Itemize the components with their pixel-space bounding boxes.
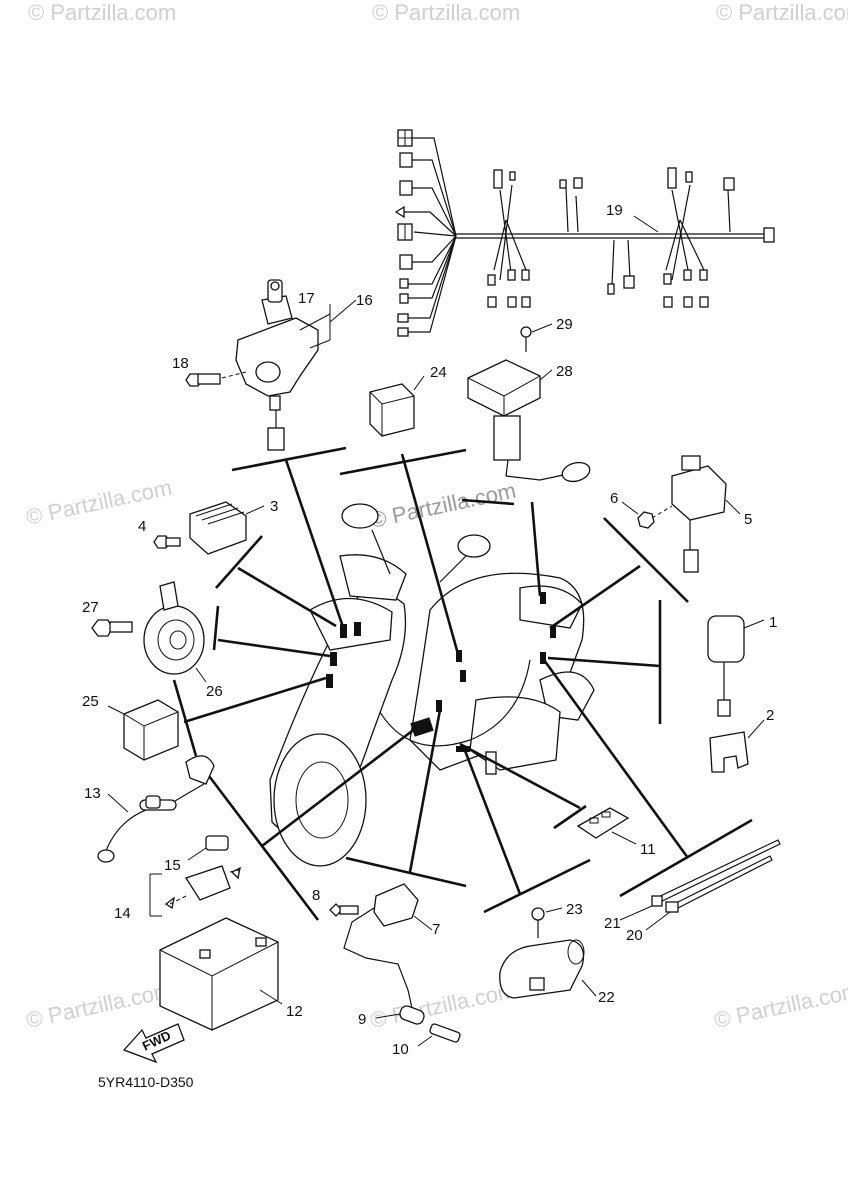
callout-1: 1	[769, 614, 777, 631]
callout-6: 6	[610, 490, 618, 507]
watermark-top-right: © Partzilla.com	[716, 0, 848, 25]
fwd-arrow	[122, 1023, 185, 1064]
rectifier-3[interactable]	[189, 501, 265, 555]
callout-14: 14	[114, 905, 131, 922]
callout-10: 10	[392, 1041, 409, 1058]
cover-2[interactable]	[709, 719, 765, 773]
plug-cap-13[interactable]	[97, 755, 215, 863]
starter-22[interactable]	[499, 939, 597, 999]
scooter-body	[269, 503, 595, 867]
bolt-4[interactable]	[153, 535, 181, 549]
screw-23[interactable]	[531, 907, 563, 938]
callout-26: 26	[206, 683, 223, 700]
callout-27: 27	[82, 599, 99, 616]
callout-23: 23	[566, 901, 583, 918]
callout-24: 24	[430, 364, 447, 381]
main-switch[interactable]	[235, 279, 357, 451]
nut-6[interactable]	[621, 501, 673, 529]
cdi-unit-25[interactable]	[107, 699, 179, 761]
bolt-8[interactable]	[329, 903, 359, 917]
battery-12[interactable]	[159, 917, 283, 1031]
callout-4: 4	[138, 518, 146, 535]
spark-plug-cap-14[interactable]	[149, 865, 241, 917]
callout-19: 19	[606, 202, 623, 219]
callout-18: 18	[172, 355, 189, 372]
watermark-center: © Partzilla.com	[368, 478, 518, 533]
callout-2: 2	[766, 707, 774, 724]
callout-15: 15	[164, 857, 181, 874]
callout-17: 17	[298, 290, 315, 307]
screw-29[interactable]	[520, 323, 553, 352]
bolt-18[interactable]	[185, 371, 247, 387]
diagram-code: 5YR4110-D350	[98, 1074, 194, 1090]
callouts: 1 2 3 4 5 6 7 8 9 10 11 12 13 14 15 16 1…	[82, 202, 777, 1058]
horn-26[interactable]	[143, 581, 207, 683]
flasher-relay-1[interactable]	[707, 615, 765, 717]
watermark-mid-left: © Partzilla.com	[24, 475, 174, 530]
callout-13: 13	[84, 785, 101, 802]
callout-25: 25	[82, 693, 99, 710]
callout-28: 28	[556, 363, 573, 380]
watermark-top-left: © Partzilla.com	[28, 0, 176, 25]
watermark-bottom-right: © Partzilla.com	[712, 978, 848, 1033]
fuse-holder-11[interactable]	[576, 807, 637, 845]
callout-12: 12	[286, 1003, 303, 1020]
spark-plug-10[interactable]	[417, 1023, 461, 1047]
watermark-bottom-center: © Partzilla.com	[368, 978, 518, 1033]
fuel-sender-28[interactable]	[467, 359, 592, 484]
callout-7: 7	[432, 921, 440, 938]
callout-5: 5	[744, 511, 752, 528]
callout-3: 3	[270, 498, 278, 515]
starter-relay-5[interactable]	[671, 455, 741, 573]
callout-20: 20	[626, 927, 643, 944]
callout-8: 8	[312, 887, 320, 904]
wire-harness[interactable]	[394, 129, 775, 337]
bands-20-21[interactable]	[619, 839, 781, 931]
bolt-27[interactable]	[91, 619, 133, 637]
callout-11: 11	[640, 841, 656, 858]
relay-24[interactable]	[369, 375, 425, 437]
watermark-bottom-left: © Partzilla.com	[24, 978, 174, 1033]
callout-16: 16	[356, 292, 373, 309]
spark-plug-15[interactable]	[187, 835, 229, 861]
plug-cap-9[interactable]	[375, 1004, 426, 1025]
ignition-coil-7[interactable]	[343, 883, 433, 1009]
lead-lines	[172, 446, 753, 921]
callout-22: 22	[598, 989, 615, 1006]
callout-29: 29	[556, 316, 573, 333]
watermark-top-center: © Partzilla.com	[372, 0, 520, 25]
callout-9: 9	[358, 1011, 366, 1028]
callout-21: 21	[604, 915, 621, 932]
